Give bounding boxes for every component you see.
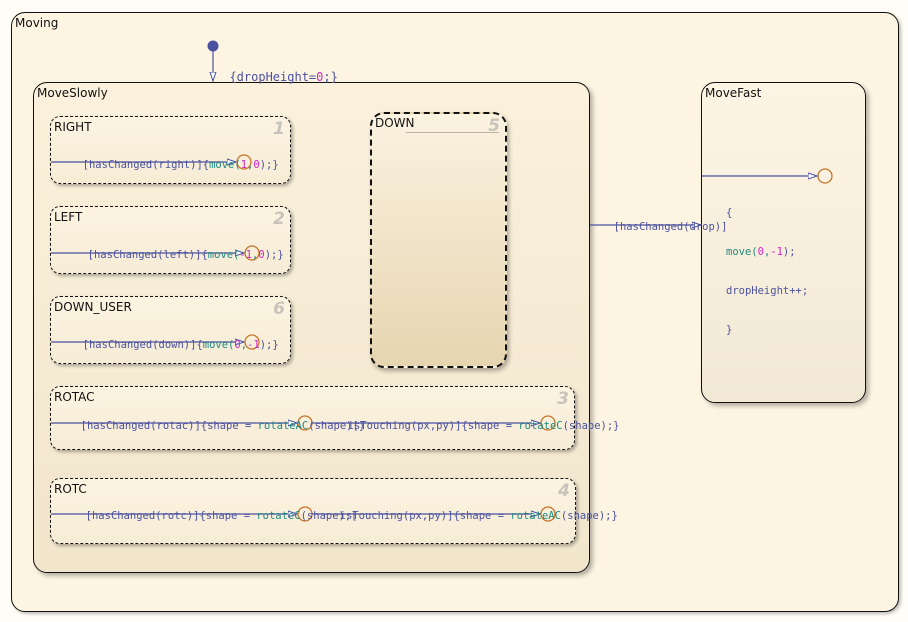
label-condition: [hasChanged(rotc)]{shape =	[85, 510, 257, 522]
label-line: move(0,-1);	[726, 246, 808, 259]
label-part: (shape)[}	[308, 420, 366, 432]
state-right-label: RIGHT	[54, 120, 92, 134]
transition-right-label[interactable]: [hasChanged(right)]{move(1,0);}	[70, 147, 279, 171]
label-function: move(	[207, 249, 240, 261]
label-function: move(	[202, 339, 235, 351]
label-part: (shape);[	[300, 510, 358, 522]
label-literal: 0	[316, 70, 324, 84]
state-down-user[interactable]: DOWN_USER 6	[50, 296, 291, 364]
state-down-user-label: DOWN_USER	[54, 300, 132, 314]
label-literal: -1	[239, 249, 253, 261]
state-rotc[interactable]: ROTC 4	[50, 478, 576, 544]
execution-order-badge: 3	[557, 389, 569, 409]
label-part: {	[726, 207, 733, 219]
state-moving-label: Moving	[15, 16, 59, 30]
label-part: (shape);}	[562, 420, 620, 432]
label-condition: [hasChanged(left)]{	[87, 249, 208, 261]
label-part: }	[726, 324, 733, 336]
state-left-label: LEFT	[54, 210, 83, 224]
label-literal: 1	[240, 159, 248, 171]
label-literal: -1	[770, 246, 783, 258]
label-part: (shape);}	[560, 510, 618, 522]
label-function: move(	[209, 159, 241, 171]
state-move-slowly-label: MoveSlowly	[37, 86, 108, 100]
label-line: dropHeight++;	[726, 285, 809, 297]
transition-rotc-label-2[interactable]: isTouching(px,py)]{shape = rotateAC(shap…	[327, 498, 618, 522]
label-function: move(	[726, 246, 758, 258]
state-left[interactable]: LEFT 2	[50, 206, 291, 274]
label-literal: 0	[258, 249, 265, 261]
execution-order-badge: 6	[273, 299, 285, 319]
label-condition: [hasChanged(right)]{	[82, 159, 210, 171]
state-down-divider	[406, 132, 499, 133]
default-transition-label[interactable]: {dropHeight=0;}	[215, 56, 338, 84]
label-condition: isTouching(px,py)]{shape =	[339, 510, 511, 522]
state-move-fast-label: MoveFast	[705, 86, 762, 100]
label-part: );	[782, 246, 796, 258]
label-condition: [hasChanged(rotac)]{shape =	[80, 420, 258, 432]
state-right[interactable]: RIGHT 1	[50, 116, 291, 184]
label-part: ,	[240, 339, 248, 351]
execution-order-badge: 1	[273, 119, 285, 139]
transition-move-fast-label[interactable]: { move(0,-1); dropHeight++; }	[726, 181, 808, 350]
execution-order-badge: 4	[558, 481, 570, 501]
transition-rotac-label-2[interactable]: isTouching(px,py)]{shape = rotateC(shape…	[335, 408, 620, 432]
transition-rotac-label-1[interactable]: [hasChanged(rotac)]{shape = rotateAC(sha…	[68, 408, 366, 432]
transition-rotc-label-1[interactable]: [hasChanged(rotc)]{shape = rotateC(shape…	[73, 498, 358, 522]
state-move-fast[interactable]: MoveFast	[701, 82, 866, 403]
label-literal: -1	[247, 339, 260, 351]
label-condition: [hasChanged(down)]{	[82, 339, 203, 351]
label-literal: 0	[234, 339, 241, 351]
label-part: {dropHeight=	[229, 70, 317, 84]
label-condition: [hasChanged(drop)]	[613, 221, 728, 233]
label-part: ,	[252, 249, 259, 261]
label-literal: 0	[253, 159, 260, 171]
transition-drop-label[interactable]: [hasChanged(drop)]	[601, 209, 728, 233]
label-literal: 0	[757, 246, 764, 258]
transition-down-user-label[interactable]: [hasChanged(down)]{move(0,-1);}	[70, 327, 279, 351]
label-part: );}	[259, 159, 279, 171]
label-function: rotateC	[518, 420, 563, 432]
state-down[interactable]: DOWN 5	[370, 112, 507, 368]
execution-order-badge: 2	[273, 209, 285, 229]
state-rotac[interactable]: ROTAC 3	[50, 386, 575, 450]
label-function: rotateC	[256, 510, 301, 522]
label-part: );}	[264, 249, 284, 261]
transition-left-label[interactable]: [hasChanged(left)]{move(-1,0);}	[75, 237, 284, 261]
label-part: );}	[259, 339, 279, 351]
label-condition: isTouching(px,py)]{shape =	[347, 420, 519, 432]
label-part: ;}	[323, 70, 338, 84]
label-function: rotateAC	[257, 420, 309, 432]
label-function: rotateAC	[510, 510, 561, 522]
execution-order-badge: 5	[488, 116, 500, 136]
label-part: ,	[763, 246, 771, 258]
label-part: ,	[247, 159, 254, 171]
state-down-label: DOWN	[375, 116, 415, 130]
state-rotc-label: ROTC	[54, 482, 87, 496]
state-rotac-label: ROTAC	[54, 390, 95, 404]
